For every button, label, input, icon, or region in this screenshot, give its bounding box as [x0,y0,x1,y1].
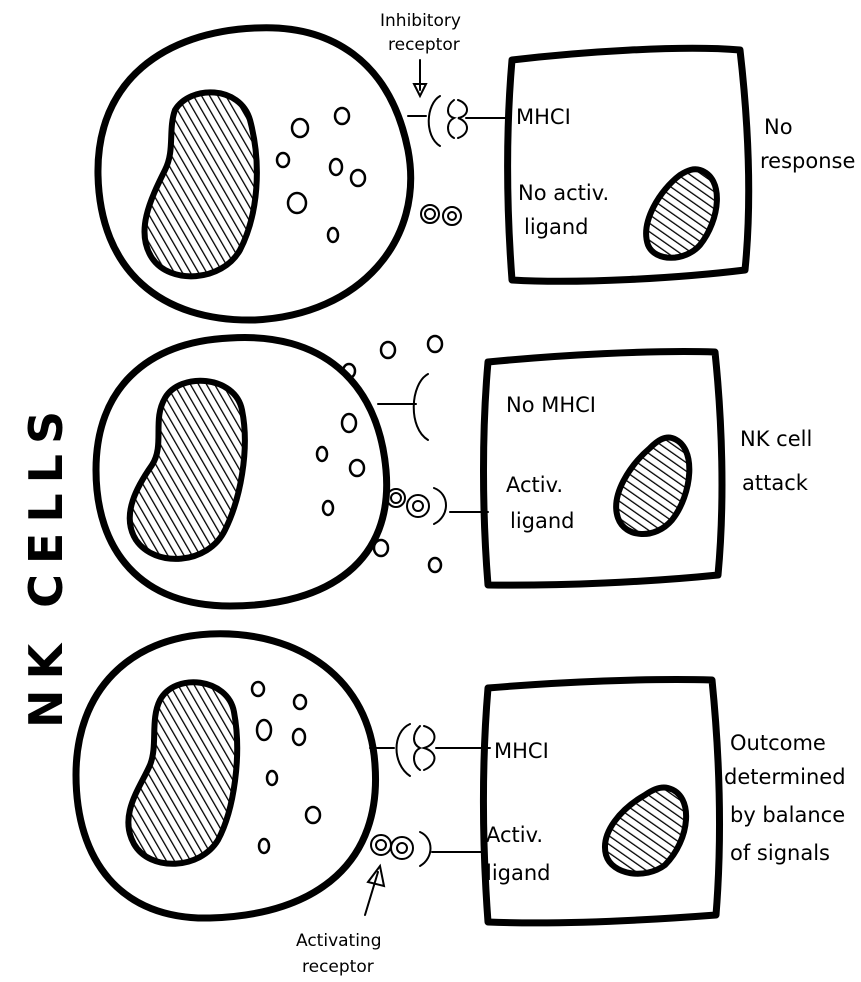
nk-nucleus-3 [128,682,237,864]
label-receptor: receptor [388,35,460,55]
target-nucleus-2 [616,437,689,534]
panel-1: Inhibitory receptor MHCI No activ. ligan… [98,11,855,320]
outcome-3-line-1: Outcome [730,731,826,755]
outcome-3-line-3: by balance [730,803,845,827]
outcome-2-line-2: attack [742,471,809,495]
granules-3 [252,682,320,853]
label-ligand-2: ligand [510,509,575,533]
target-nucleus-3 [605,787,686,873]
title-nk-cells: NK CELLS [19,401,73,728]
outcome-1-line-2: response [760,149,855,173]
label-mhci-3: MHCI [494,739,549,763]
outcome-3-line-2: determined [724,765,846,789]
label-activ-2: Activ. [506,473,563,497]
target-cell-1 [508,48,749,281]
activating-receptor-1 [421,205,461,225]
activating-receptor-3 [371,832,486,866]
inhibitory-receptor-3 [370,724,490,776]
arrow-inhibitory-receptor [414,60,426,96]
outcome-2-line-1: NK cell [740,427,812,451]
label-receptor-activating: receptor [302,957,374,977]
inhibitory-receptor-1 [408,96,506,146]
granules-1 [277,108,365,242]
label-ligand-1: ligand [524,215,589,239]
inhibitory-receptor-2 [378,374,428,440]
label-activ-3: Activ. [486,823,543,847]
label-ligand-3: ligand [486,861,551,885]
label-inhibitory: Inhibitory [380,11,461,31]
label-no-mhci: No MHCI [506,393,596,417]
activating-receptor-2 [387,488,488,524]
panel-2: No MHCI Activ. ligand NK cell attack [96,336,812,606]
arrow-activating-receptor [365,866,384,915]
label-no-activ: No activ. [518,181,609,205]
label-mhci-1: MHCI [516,105,571,129]
outcome-3-line-4: of signals [730,841,830,865]
panel-3: MHCI Activ. ligand Outcome determined by… [76,634,846,977]
label-activating: Activating [296,931,382,951]
target-nucleus-1 [646,169,717,258]
nk-nucleus-2 [130,381,245,559]
outcome-1-line-1: No [764,115,793,139]
nk-nucleus-1 [144,92,256,276]
